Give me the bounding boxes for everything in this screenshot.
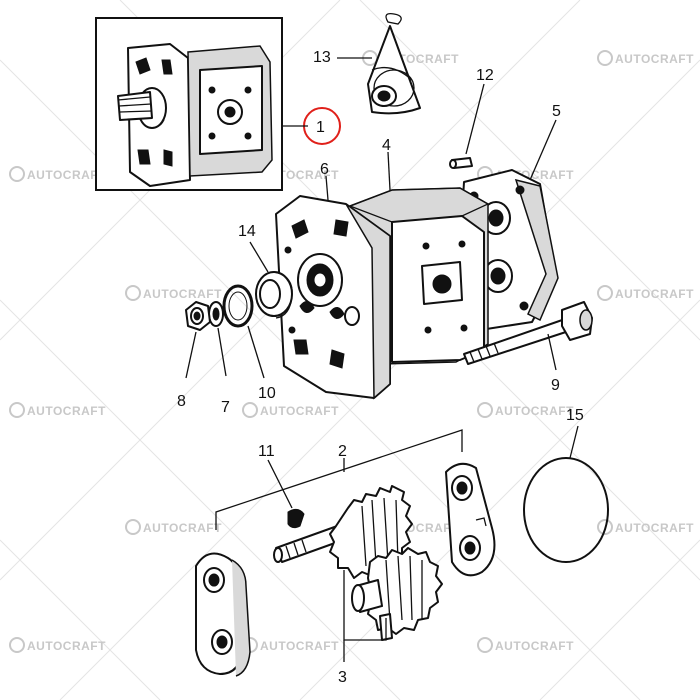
callout-8[interactable]: 8 [177,393,186,410]
part-7-washer[interactable] [208,301,224,327]
part-2-bushing-rear[interactable] [445,462,496,577]
part-2-bushing-front[interactable] [195,552,251,677]
watermark-text: AUTOCRAFT [495,404,574,418]
leader-9 [547,333,557,371]
part-13-seal-kit-bag[interactable] [367,13,421,115]
part-3-driven-gear[interactable] [351,547,443,641]
watermark-logo: AUTOCRAFT [477,402,574,418]
part-10-circlip[interactable] [222,284,254,328]
watermark-logo: AUTOCRAFT [597,285,694,301]
watermark-text: AUTOCRAFT [260,404,339,418]
watermark-text: AUTOCRAFT [615,287,694,301]
bracket-3 [343,570,387,641]
watermark-text: AUTOCRAFT [143,287,222,301]
watermark-logo: AUTOCRAFT [9,402,106,418]
watermark-text: AUTOCRAFT [143,521,222,535]
watermark-text: AUTOCRAFT [615,521,694,535]
part-8-nut[interactable] [185,301,211,331]
leader-12 [465,83,485,155]
watermark-logo: AUTOCRAFT [597,519,694,535]
watermark-logo: AUTOCRAFT [125,285,222,301]
part-11-key[interactable] [287,508,305,529]
leader-8 [185,331,197,379]
part-1-pump-assembly-inset[interactable] [95,17,283,191]
callout-7[interactable]: 7 [221,399,230,416]
callout-1[interactable]: 1 [316,119,325,136]
callout-2[interactable]: 2 [338,443,347,460]
leader-11 [267,459,293,509]
callout-4[interactable]: 4 [382,137,391,154]
callout-10[interactable]: 10 [258,385,276,402]
callout-5[interactable]: 5 [552,103,561,120]
callout-14[interactable]: 14 [238,223,256,240]
callout-13[interactable]: 13 [313,49,331,66]
leader-7 [217,327,227,377]
watermark-text: AUTOCRAFT [27,168,106,182]
watermark-text: AUTOCRAFT [260,639,339,653]
bracket-2 [215,429,463,530]
watermark-text: AUTOCRAFT [495,639,574,653]
part-14-shaft-seal[interactable] [255,271,293,319]
watermark-text: AUTOCRAFT [27,639,106,653]
callout-12[interactable]: 12 [476,67,494,84]
callout-6[interactable]: 6 [320,161,329,178]
watermark-logo: AUTOCRAFT [9,637,106,653]
leader-15 [569,425,579,459]
part-9-through-bolt[interactable] [463,301,593,365]
watermark-text: AUTOCRAFT [27,404,106,418]
watermark-text: AUTOCRAFT [615,52,694,66]
leader-6 [325,175,329,201]
leader-4 [387,151,391,191]
callout-15[interactable]: 15 [566,407,584,424]
watermark-logo: AUTOCRAFT [597,50,694,66]
watermark-logo: AUTOCRAFT [477,637,574,653]
callout-3[interactable]: 3 [338,669,347,686]
leader-14 [249,241,269,273]
callout-9[interactable]: 9 [551,377,560,394]
part-12-dowel-pin[interactable] [449,157,473,169]
leader-10 [247,325,265,379]
part-15-o-ring[interactable] [523,457,609,563]
watermark-logo: AUTOCRAFT [242,637,339,653]
part-6-front-flange[interactable] [275,195,391,400]
watermark-logo: AUTOCRAFT [242,402,339,418]
watermark-logo: AUTOCRAFT [9,166,106,182]
callout-11[interactable]: 11 [258,443,275,460]
leader-5 [529,119,557,181]
watermark-logo: AUTOCRAFT [125,519,222,535]
